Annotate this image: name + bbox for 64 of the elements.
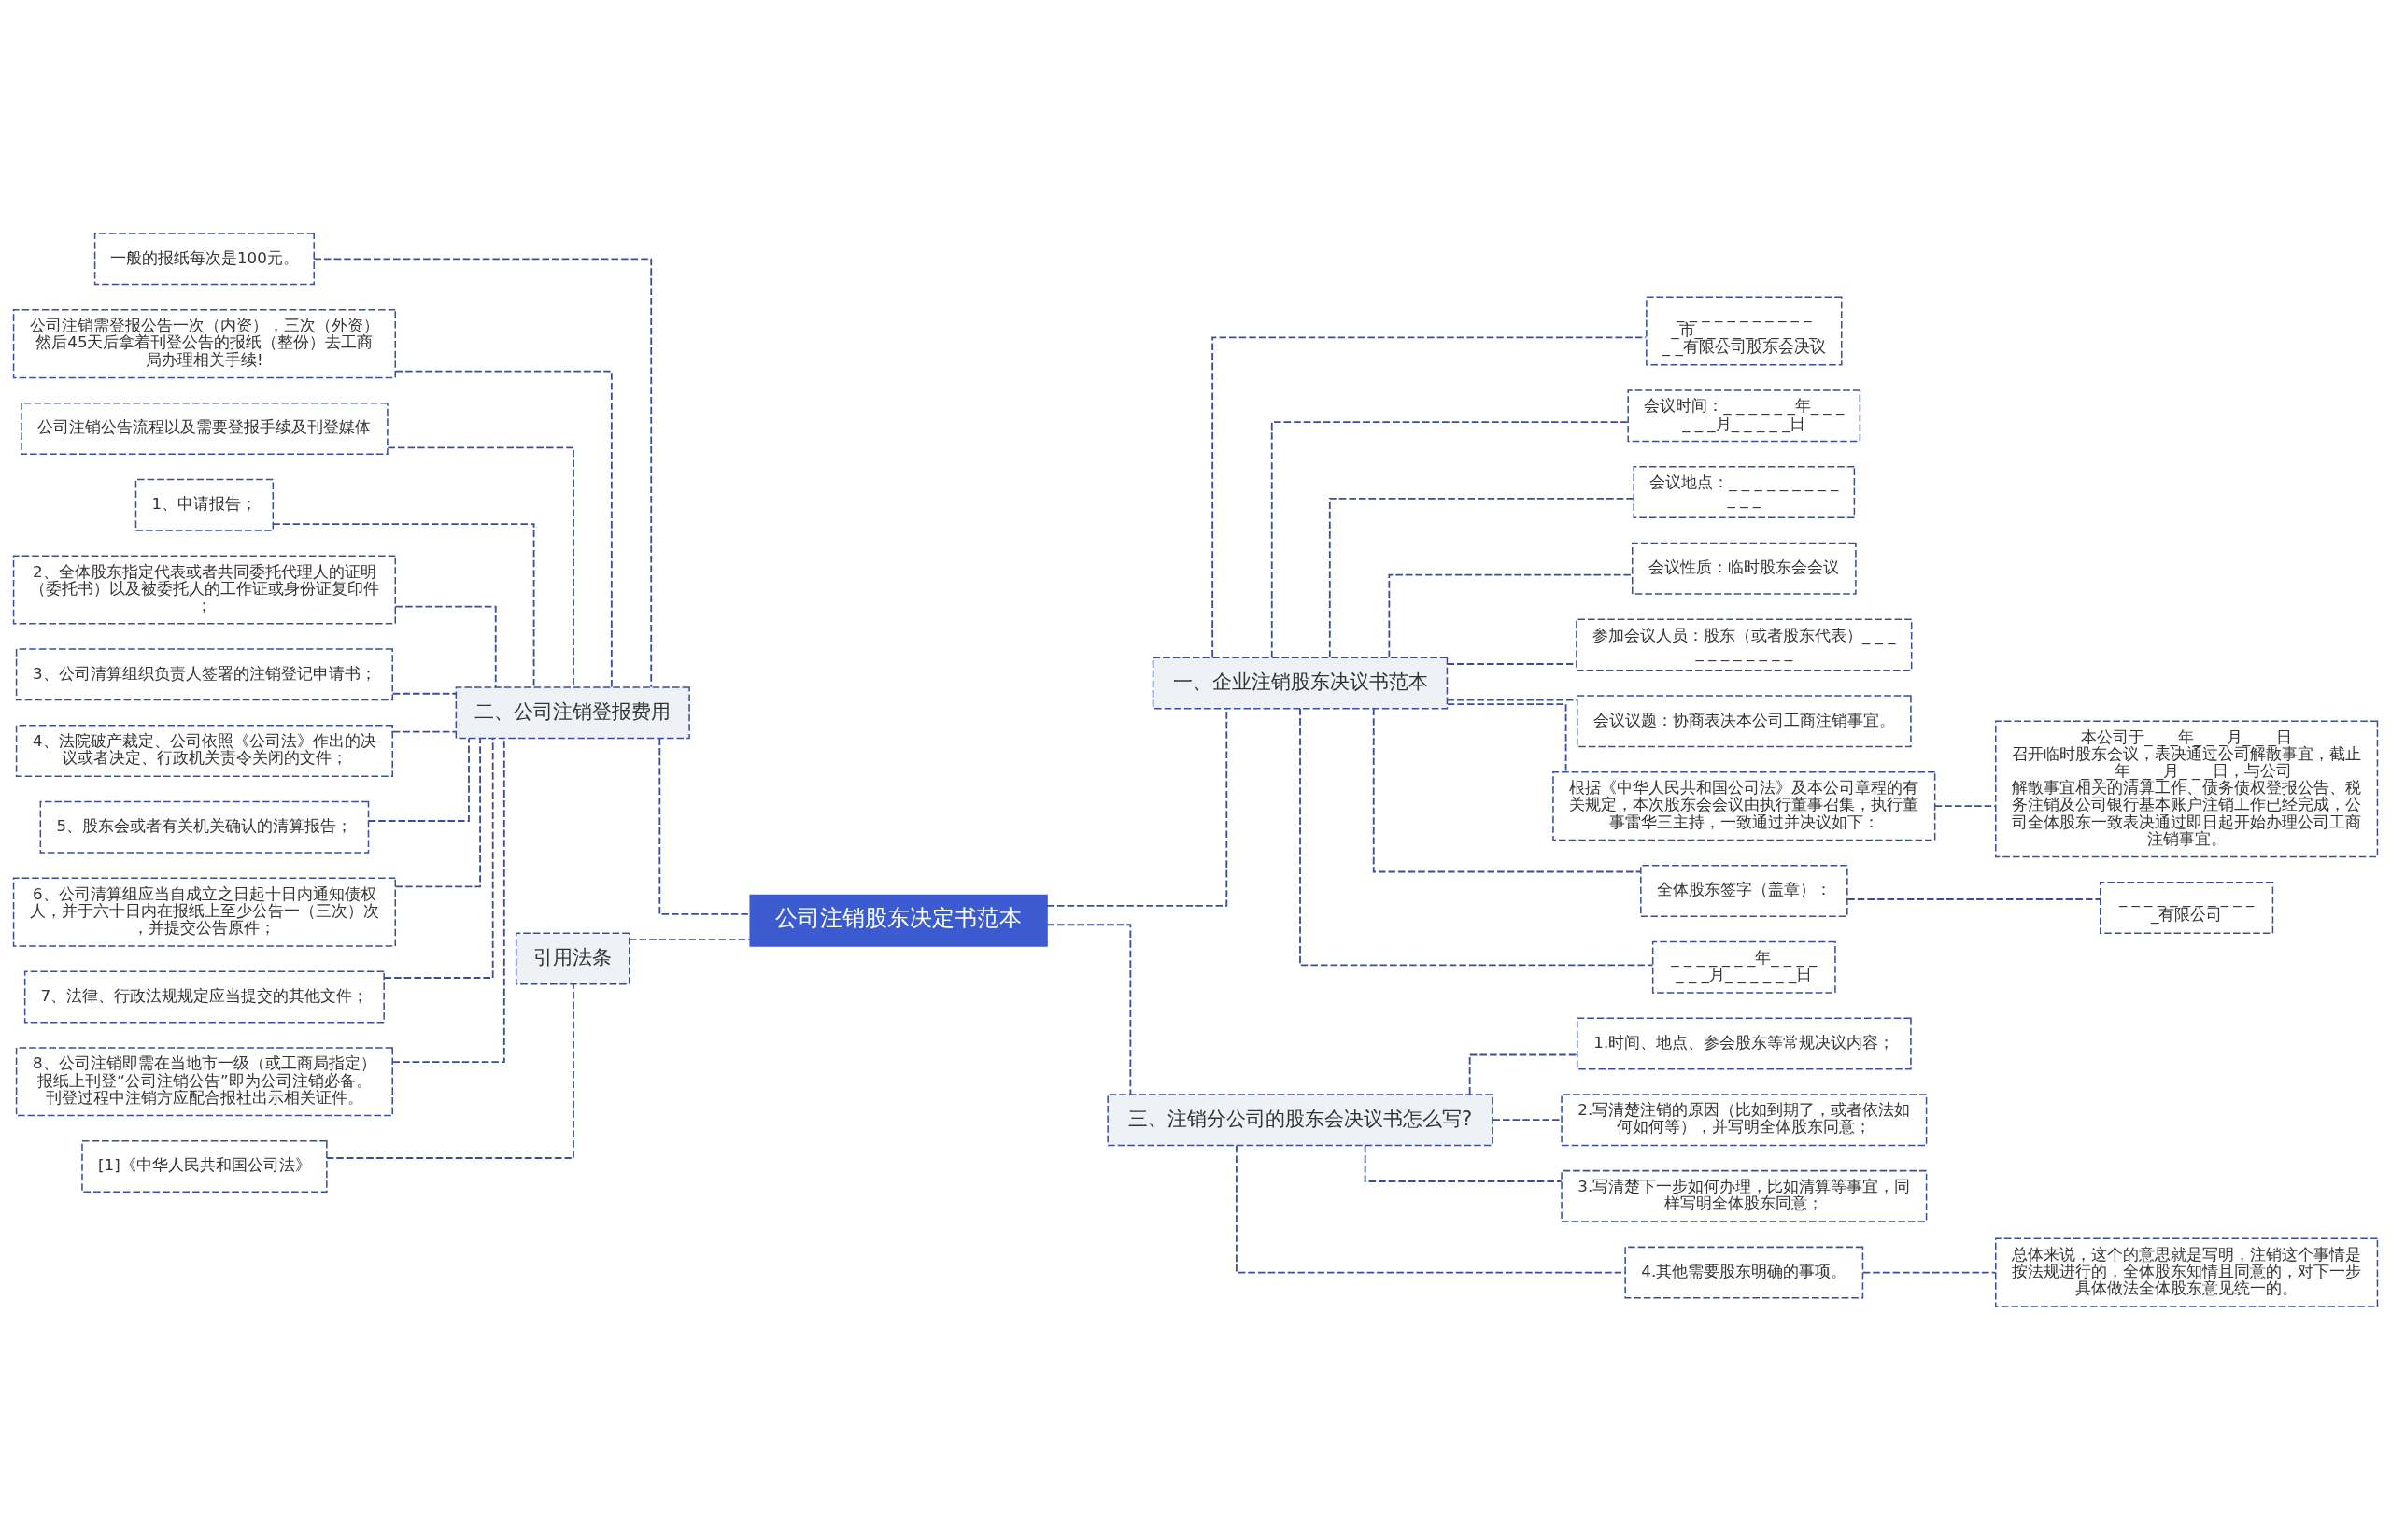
connector bbox=[272, 523, 535, 688]
connector bbox=[1468, 1053, 1578, 1095]
node-box: 3.写清楚下一步如何办理，比如清算等事宜，同样写明全体股东同意； bbox=[1561, 1169, 1928, 1222]
node-box: 总体来说，这个的意思就是写明，注销这个事情是按法规进行的，全体股东知情且同意的，对下一步具体做法全体股东意见统一的。 bbox=[1995, 1237, 2379, 1307]
node-box: 1.时间、地点、参会股东等常规决议内容； bbox=[1576, 1017, 1912, 1070]
node-box: 公司注销股东决定书范本 bbox=[749, 894, 1048, 947]
node-box: _ _ _ _ _ _ _年_ _ _ _ _ _ _月_ _ _ _ _ _日 bbox=[1651, 940, 1836, 994]
node-box: 6、公司清算组应当自成立之日起十日内通知债权人，并于六十日内在报纸上至少公告一（三次）次，并提交公告原件； bbox=[12, 877, 396, 947]
connector bbox=[1388, 573, 1634, 658]
node-box: _ _ _ _ _ _ _ _ _ _ _ _有限公司 bbox=[2100, 882, 2274, 935]
node-box: 引用法条 bbox=[515, 932, 630, 985]
connector bbox=[1862, 1271, 1997, 1274]
connector bbox=[1046, 924, 1132, 1095]
node-box: 4、法院破产裁定、公司依照《公司法》作出的决议或者决定、行政机关责令关闭的文件； bbox=[15, 725, 393, 778]
node-box: 2、全体股东指定代表或者共同委托代理人的证明（委托书）以及被委托人的工作证或身份证复印件； bbox=[12, 555, 396, 625]
node-box: 二、公司注销登报费用 bbox=[455, 686, 690, 740]
node-box: 会议地点：_ _ _ _ _ _ _ _ _ _ _ _ bbox=[1633, 466, 1856, 519]
node-box: 会议议题：协商表决本公司工商注销事宜。 bbox=[1576, 695, 1912, 748]
connector bbox=[1364, 1144, 1563, 1182]
node-box: 全体股东签字（盖章）： bbox=[1640, 864, 1848, 917]
node-box: 公司注销公告流程以及需要登报手续及刊登媒体 bbox=[21, 402, 389, 455]
connector bbox=[394, 605, 497, 688]
connector bbox=[387, 446, 574, 688]
connector bbox=[1236, 1144, 1626, 1274]
connector bbox=[391, 730, 457, 733]
node-box: 三、注销分公司的股东会决议书怎么写? bbox=[1107, 1094, 1493, 1147]
connector bbox=[658, 737, 751, 915]
node-box: 5、股东会或者有关机关确认的清算报告； bbox=[39, 800, 370, 854]
node-box: 会议时间：_ _ _ _ _ _年_ _ _ _ _ _月_ _ _ _ _日 bbox=[1627, 389, 1861, 443]
connector bbox=[1846, 898, 2101, 900]
connector bbox=[313, 258, 653, 688]
node-box: 7、法律、行政法规规定应当提交的其他文件； bbox=[23, 970, 385, 1024]
connector bbox=[391, 737, 505, 1063]
node-box: 1、申请报告； bbox=[134, 478, 275, 531]
connector bbox=[1446, 663, 1577, 665]
node-box: 本公司于_ _ _年_ _ _月_ _ _日召开临时股东会议，表决通过公司解散事宜，截止_ _ _年_ _ _月_ _ _日，与公司解散事宜相关的清算工作、债务债权登报公告、税务注销及公司银行基本账户注销工作已经完成，公司全体股东一致表决通过即日起开始办理公司工商注销事宜。 bbox=[1995, 720, 2379, 858]
connector bbox=[1933, 805, 1997, 807]
node-box: 参加会议人员：股东（或者股东代表）_ _ _ _ _ _ _ _ _ _ _ bbox=[1576, 618, 1913, 671]
connector bbox=[1492, 1119, 1563, 1122]
node-box: [1]《中华人民共和国公司法》 bbox=[81, 1140, 328, 1194]
connector bbox=[391, 692, 457, 695]
node-box: _ _ _ _ _ _ _ _ _ _ _ _市_ _ _ _ _ _ _ _ _ _ _ _有限公司股东会决议 bbox=[1646, 296, 1843, 366]
connector bbox=[1372, 707, 1642, 873]
node-box: 一、企业注销股东决议书范本 bbox=[1152, 657, 1449, 710]
connector bbox=[394, 737, 481, 888]
connector bbox=[383, 738, 494, 979]
node-box: 根据《中华人民共和国公司法》及本公司章程的有关规定，本次股东会会议由执行董事召集，执行董事雷华三主持，一致通过并决议如下： bbox=[1552, 771, 1936, 841]
connector bbox=[1446, 703, 1567, 773]
node-box: 一般的报纸每次是100元。 bbox=[93, 233, 315, 286]
node-box: 公司注销需登报公告一次（内资），三次（外资）然后45天后拿着刊登公告的报纸（整份）去工商局办理相关手续! bbox=[12, 309, 396, 379]
connector bbox=[1328, 497, 1634, 658]
connector bbox=[1299, 707, 1654, 967]
node-box: 3、公司清算组织负责人签署的注销登记申请书； bbox=[15, 648, 393, 701]
connector bbox=[326, 983, 574, 1159]
connector bbox=[1446, 699, 1578, 701]
node-box: 4.其他需要股东明确的事项。 bbox=[1624, 1246, 1864, 1299]
node-box: 8、公司注销即需在当地市一级（或工商局指定）报纸上刊登“公司注销公告”即为公司注销必备。刊登过程中注销方应配合报社出示相关证件。 bbox=[15, 1047, 393, 1117]
connector bbox=[394, 370, 613, 688]
connector bbox=[1211, 336, 1648, 658]
connector bbox=[629, 939, 751, 941]
connector bbox=[1270, 421, 1629, 659]
node-box: 2.写清楚注销的原因（比如到期了，或者依法如何如何等），并写明全体股东同意； bbox=[1561, 1094, 1928, 1147]
node-box: 会议性质：临时股东会会议 bbox=[1631, 542, 1857, 595]
connector bbox=[367, 737, 470, 822]
